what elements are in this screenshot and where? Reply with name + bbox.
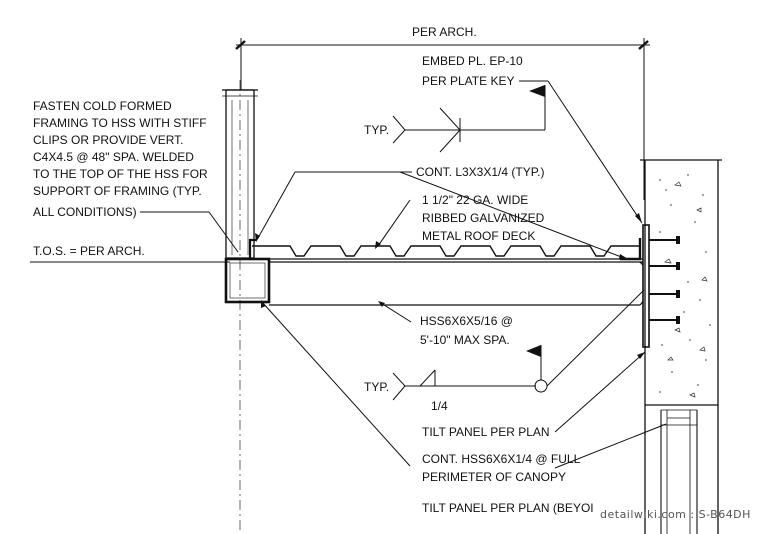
perimeter-note-line-2: PERIMETER OF CANOPY (422, 470, 566, 484)
cont-angle-left (248, 238, 256, 259)
weld-symbol-lower: TYP. 1/4 (364, 289, 645, 413)
embed-note-line-1: EMBED PL. EP-10 (422, 54, 523, 68)
fasten-note-line-6: SUPPORT OF FRAMING (TYP. (33, 184, 202, 198)
perimeter-hss-tube (224, 257, 271, 304)
tilt-panel-note: TILT PANEL PER PLAN (422, 425, 550, 439)
angle-note: CONT. L3X3X1/4 (TYP.) (416, 165, 545, 179)
embed-studs (649, 236, 680, 324)
tilt-beyond-note: TILT PANEL PER PLAN (BEYOI (422, 501, 594, 515)
weld-typ-lower: TYP. (364, 380, 389, 394)
hss-beam (269, 261, 649, 306)
fasten-note: FASTEN COLD FORMED FRAMING TO HSS WITH S… (33, 99, 208, 219)
per-arch-label: PER ARCH. (412, 25, 477, 39)
embed-plate (642, 224, 650, 348)
tos-note: T.O.S. = PER ARCH. (33, 244, 145, 258)
fasten-note-line-3: CLIPS OR PROVIDE VERT. (33, 133, 184, 147)
tilt-panel-wall (640, 159, 722, 534)
metal-roof-deck (252, 245, 640, 257)
weld-size: 1/4 (431, 399, 448, 413)
deck-note-line-2: RIBBED GALVANIZED (422, 211, 545, 225)
weld-typ-upper: TYP. (364, 123, 389, 137)
fasten-note-line-1: FASTEN COLD FORMED (33, 99, 172, 113)
fasten-note-line-5: TO THE TOP OF THE HSS FOR (33, 167, 208, 181)
deck-note-line-1: 1 1/2" 22 GA. WIDE (422, 193, 528, 207)
hss-note-line-1: HSS6X6X5/16 @ (420, 314, 513, 328)
cont-angle-right (620, 238, 642, 261)
fasten-note-line-7: ALL CONDITIONS) (33, 205, 137, 219)
embed-note-line-2: PER PLATE KEY (422, 74, 514, 88)
hss-note-line-2: 5'-10" MAX SPA. (420, 333, 510, 347)
leaders (30, 80, 667, 469)
per-arch-dimension: PER ARCH. (235, 25, 650, 200)
watermark: detailwiki.com : S-B64DH (600, 508, 751, 521)
fasten-note-line-2: FRAMING TO HSS WITH STIFF (33, 116, 207, 130)
deck-note-line-3: METAL ROOF DECK (422, 229, 535, 243)
perimeter-note-line-1: CONT. HSS6X6X1/4 @ FULL (422, 452, 581, 466)
weld-symbol-upper: TYP. (364, 85, 546, 153)
fasten-note-line-4: C4X4.5 @ 48" SPA. WELDED (33, 150, 194, 164)
